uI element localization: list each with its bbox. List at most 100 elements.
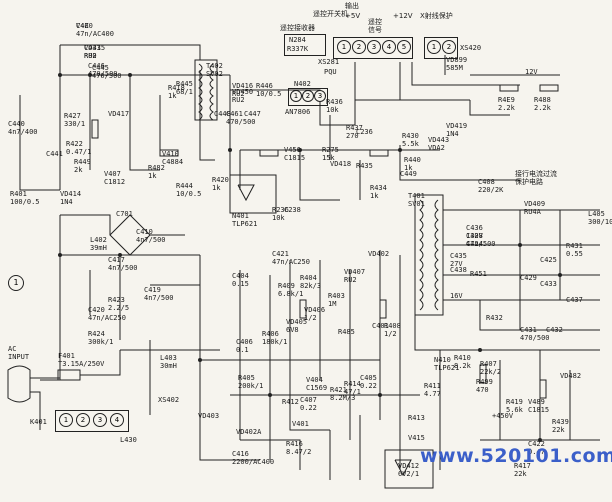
component-label: R435	[356, 162, 373, 170]
component-label: R420 1k	[212, 176, 229, 192]
component-label: VD416 RU2	[232, 82, 254, 98]
component-label: VD409 RU4A	[524, 200, 546, 216]
component-label: VD402A	[236, 428, 262, 436]
label-an7806: AN7806	[285, 108, 311, 116]
label-x-ray-protect: X射线保护	[420, 12, 453, 20]
component-label: C406 0.1	[236, 338, 253, 354]
component-label: V456 C1815	[284, 146, 306, 162]
component-label: R431 0.55	[566, 242, 583, 258]
component-label: VD414 1N4	[60, 190, 82, 206]
component-label: V407 C1812	[104, 170, 126, 186]
part-n284-box	[284, 34, 326, 56]
component-label: C422 0.47	[528, 440, 545, 456]
component-label: T402 SV02	[206, 62, 223, 78]
component-label: L403 30mH	[160, 354, 177, 370]
n402-pin-3: 3	[314, 90, 326, 102]
n402-pin-1: 1	[290, 90, 302, 102]
xs420-pin-1: 1	[427, 40, 441, 54]
component-label: R417 22k	[514, 462, 531, 478]
component-label: R412	[282, 398, 299, 406]
regulator-n402	[288, 88, 328, 106]
label-12v-rail: 12V	[525, 68, 538, 76]
xs281-pin-3: 3	[367, 40, 381, 54]
component-label: R405 200k/1	[238, 374, 264, 390]
component-label: C433	[540, 280, 557, 288]
component-label: VD403	[198, 412, 220, 420]
component-label: C416 2200/AC400	[232, 450, 275, 466]
component-label: C447	[244, 110, 261, 118]
component-label: R439 22k	[552, 418, 569, 434]
xs420-pin-2: 2	[442, 40, 456, 54]
component-label: N410 TLP621	[434, 356, 460, 372]
component-label: +450V	[492, 412, 514, 420]
component-label: C419 4n7/500	[144, 286, 174, 302]
xs281-pin-1: 1	[337, 40, 351, 54]
component-label: C425	[540, 256, 557, 264]
component-label: C437	[566, 296, 583, 304]
component-label: VD412 6V2/1	[398, 462, 420, 478]
label-n402: N402	[294, 80, 311, 88]
component-label: R422 0.47/1	[66, 140, 92, 156]
component-label: C420 47n/AC250	[88, 306, 126, 322]
component-label: C407 0.22	[300, 396, 317, 412]
connector-xs281	[333, 37, 413, 59]
xs281-pin-2: 2	[352, 40, 366, 54]
component-label: R407 22k/2	[480, 360, 502, 376]
component-label: C405 0.22	[360, 374, 377, 390]
component-label: N401 TLP621	[232, 212, 258, 228]
component-label: C410 4n7/500	[136, 228, 166, 244]
component-label: VD482	[560, 372, 582, 380]
component-label: V4Z	[76, 22, 89, 30]
label-k401: K401	[30, 418, 47, 426]
component-label: R409 6.8k/1	[278, 282, 304, 298]
watermark-text: www.520101.com	[420, 445, 612, 467]
component-label: VD415 RU2	[84, 44, 106, 60]
component-label: C408 220/2K	[478, 178, 504, 194]
component-label: V401	[292, 420, 309, 428]
component-label: R424 300k/1	[88, 330, 114, 346]
component-label: R434 1k	[370, 184, 387, 200]
component-label: T401 SV01	[408, 192, 425, 208]
component-label: R408 1/2	[384, 322, 401, 338]
component-label: R413	[408, 414, 425, 422]
component-label: C446 470/500	[88, 62, 118, 78]
component-label: C433 R80	[84, 44, 101, 60]
component-label: R451	[470, 270, 487, 278]
n402-pin-2: 2	[302, 90, 314, 102]
component-label: R421 8.2M/3	[330, 386, 356, 402]
component-label: C701	[116, 210, 133, 218]
label-remote-signal: 遥控 信号	[368, 18, 382, 34]
xs281-pin-5: 5	[397, 40, 411, 54]
label-fuse-f401: F401 T3.15A/250V	[58, 352, 105, 368]
component-label: C449	[400, 170, 417, 178]
component-label: R499 470	[476, 378, 493, 394]
component-label: R4E9 2.2k	[498, 96, 515, 112]
component-label: R416 8.47/2	[286, 440, 312, 456]
component-label: R436 10k	[326, 98, 343, 114]
component-label: R414 47/1	[344, 380, 361, 396]
label-n284: N284	[289, 36, 306, 44]
component-label: C445 470/500	[92, 64, 122, 80]
component-label: V410 C4884	[162, 150, 184, 166]
label-remote-receiver: 遥控接收器	[280, 24, 315, 32]
label-remote-power: 遥控开关机	[313, 10, 348, 18]
component-label: C436 130V	[466, 224, 483, 240]
label-xs402: XS402	[158, 396, 180, 404]
component-label: R432	[486, 314, 503, 322]
component-label: C440 4n7/400	[8, 120, 38, 136]
component-label: 16V	[450, 292, 463, 300]
component-label: C238	[284, 206, 301, 214]
component-label: C404 0.15	[232, 272, 249, 288]
component-label: C417 4n7/500	[108, 256, 138, 272]
component-label: VD418	[330, 160, 352, 168]
component-label: VD443 VDA2	[428, 136, 450, 152]
component-label: C432	[546, 326, 563, 334]
component-label: R411 4.77	[424, 382, 441, 398]
component-label: VD407 RU2	[344, 268, 366, 284]
component-label: R485	[338, 328, 355, 336]
label-pqu: PQU	[324, 68, 337, 76]
label-r337k: R337K	[287, 45, 309, 53]
component-label: R410 8.2k	[454, 354, 471, 370]
component-label: R488 2.2k	[534, 96, 551, 112]
